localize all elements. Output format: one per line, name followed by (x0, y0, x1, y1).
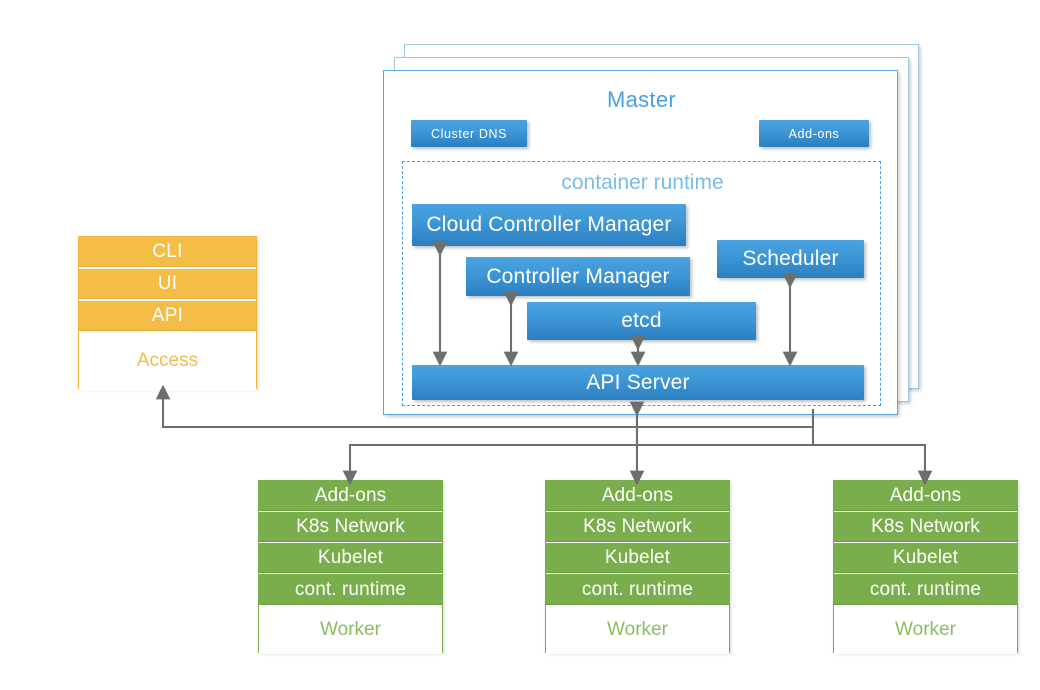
container-runtime-label: container runtime (561, 171, 724, 194)
access-row-cli[interactable]: CLI (79, 237, 256, 269)
wire-bus-worker1 (342, 427, 815, 486)
worker-row-cont-runtime[interactable]: cont. runtime (546, 574, 729, 605)
wire-bus-worker3 (813, 443, 933, 486)
access-panel: CLI UI API Access (78, 236, 257, 391)
worker-row-addons[interactable]: Add-ons (259, 481, 442, 512)
component-cloud-controller-manager[interactable]: Cloud Controller Manager (412, 204, 686, 246)
worker-row-k8s-network[interactable]: K8s Network (259, 512, 442, 543)
access-row-api[interactable]: API (79, 301, 256, 331)
worker-row-cont-runtime[interactable]: cont. runtime (259, 574, 442, 605)
worker-node-2: Add-ons K8s Network Kubelet cont. runtim… (545, 480, 730, 654)
worker-footer-label: Worker (834, 605, 1017, 654)
worker-node-1: Add-ons K8s Network Kubelet cont. runtim… (258, 480, 443, 654)
access-footer-label: Access (79, 331, 256, 391)
worker-row-cont-runtime[interactable]: cont. runtime (834, 574, 1017, 605)
worker-row-k8s-network[interactable]: K8s Network (546, 512, 729, 543)
master-title: Master (606, 87, 677, 112)
worker-row-addons[interactable]: Add-ons (834, 481, 1017, 512)
worker-row-k8s-network[interactable]: K8s Network (834, 512, 1017, 543)
component-etcd[interactable]: etcd (527, 302, 756, 340)
worker-row-kubelet[interactable]: Kubelet (834, 543, 1017, 574)
component-controller-manager[interactable]: Controller Manager (466, 257, 690, 296)
component-scheduler[interactable]: Scheduler (717, 240, 864, 278)
worker-footer-label: Worker (546, 605, 729, 654)
worker-row-kubelet[interactable]: Kubelet (259, 543, 442, 574)
worker-footer-label: Worker (259, 605, 442, 654)
component-api-server[interactable]: API Server (412, 365, 864, 400)
access-row-ui[interactable]: UI (79, 269, 256, 301)
worker-row-addons[interactable]: Add-ons (546, 481, 729, 512)
master-addon-cluster-dns[interactable]: Cluster DNS (411, 120, 527, 147)
master-addon-addons[interactable]: Add-ons (759, 120, 869, 147)
master-node-card: Master Cluster DNS Add-ons container run… (383, 70, 898, 415)
worker-row-kubelet[interactable]: Kubelet (546, 543, 729, 574)
worker-node-3: Add-ons K8s Network Kubelet cont. runtim… (833, 480, 1018, 654)
